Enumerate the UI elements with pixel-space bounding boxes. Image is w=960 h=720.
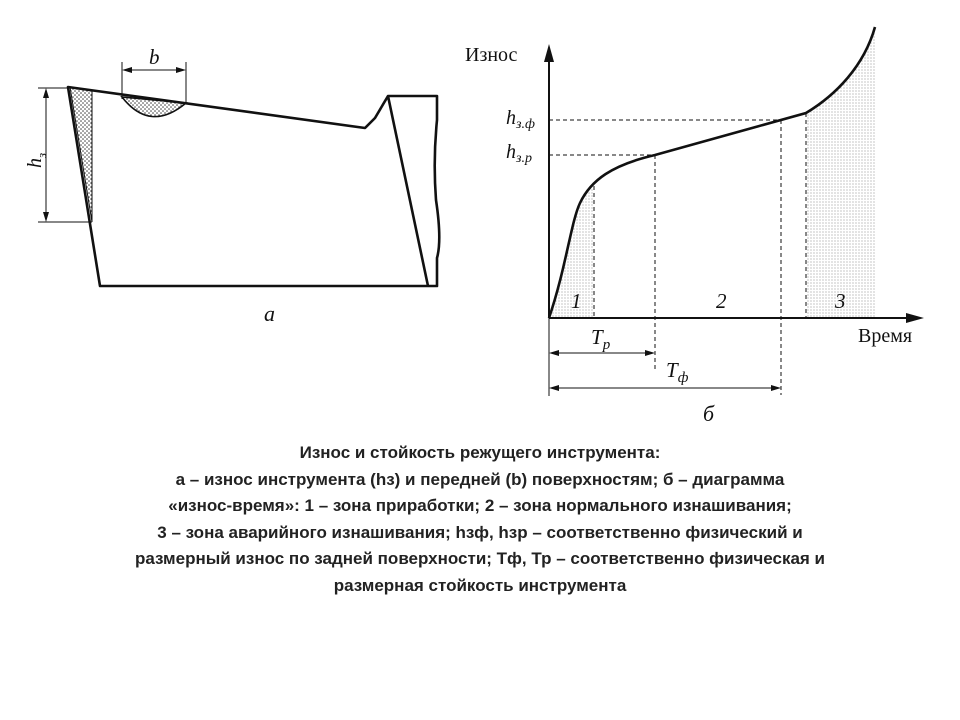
- zone-3-fill: [806, 27, 875, 318]
- zone-1-fill: [549, 186, 594, 318]
- tr-label: Tр: [591, 325, 611, 353]
- zone-3-label: 3: [834, 289, 846, 313]
- b-label: b: [149, 45, 160, 69]
- panel-a-label: а: [264, 301, 275, 326]
- figure-caption: Износ и стойкость режущего инструмента: …: [40, 440, 920, 599]
- zone-1-label: 1: [571, 289, 582, 313]
- panel-b-label: б: [703, 401, 715, 426]
- flank-wear-area: [69, 86, 93, 223]
- wear-curve: [547, 26, 877, 319]
- h-label: hз: [24, 153, 49, 168]
- caption-line: 3 – зона аварийного изнашивания; hзф, hз…: [157, 522, 803, 542]
- tool-rear-edge: [386, 95, 430, 287]
- caption-line: размерная стойкость инструмента: [333, 575, 627, 595]
- h-zf-label: hз.ф: [506, 107, 535, 132]
- zone-2-label: 2: [716, 289, 727, 313]
- h-zr-label: hз.р: [506, 141, 532, 166]
- wear-figure: hз b а Износ Время hз.ф hз.р: [24, 26, 924, 426]
- wear-time-diagram: Износ Время hз.ф hз.р 1 2 3 Tр Tф б: [465, 26, 924, 426]
- caption-line: «износ-время»: 1 – зона приработки; 2 – …: [168, 496, 792, 515]
- tf-label: Tф: [666, 358, 689, 386]
- caption-line: размерный износ по задней поверхности; Т…: [134, 549, 826, 568]
- caption-line: а – износ инструмента (hз) и передней (b…: [175, 469, 785, 489]
- tool-outline: [66, 85, 441, 288]
- caption-line: Износ и стойкость режущего инструмента:: [299, 443, 661, 462]
- tool-wear-sketch: hз b а: [24, 45, 441, 326]
- y-axis-label: Износ: [465, 44, 518, 66]
- x-axis-label: Время: [858, 325, 912, 347]
